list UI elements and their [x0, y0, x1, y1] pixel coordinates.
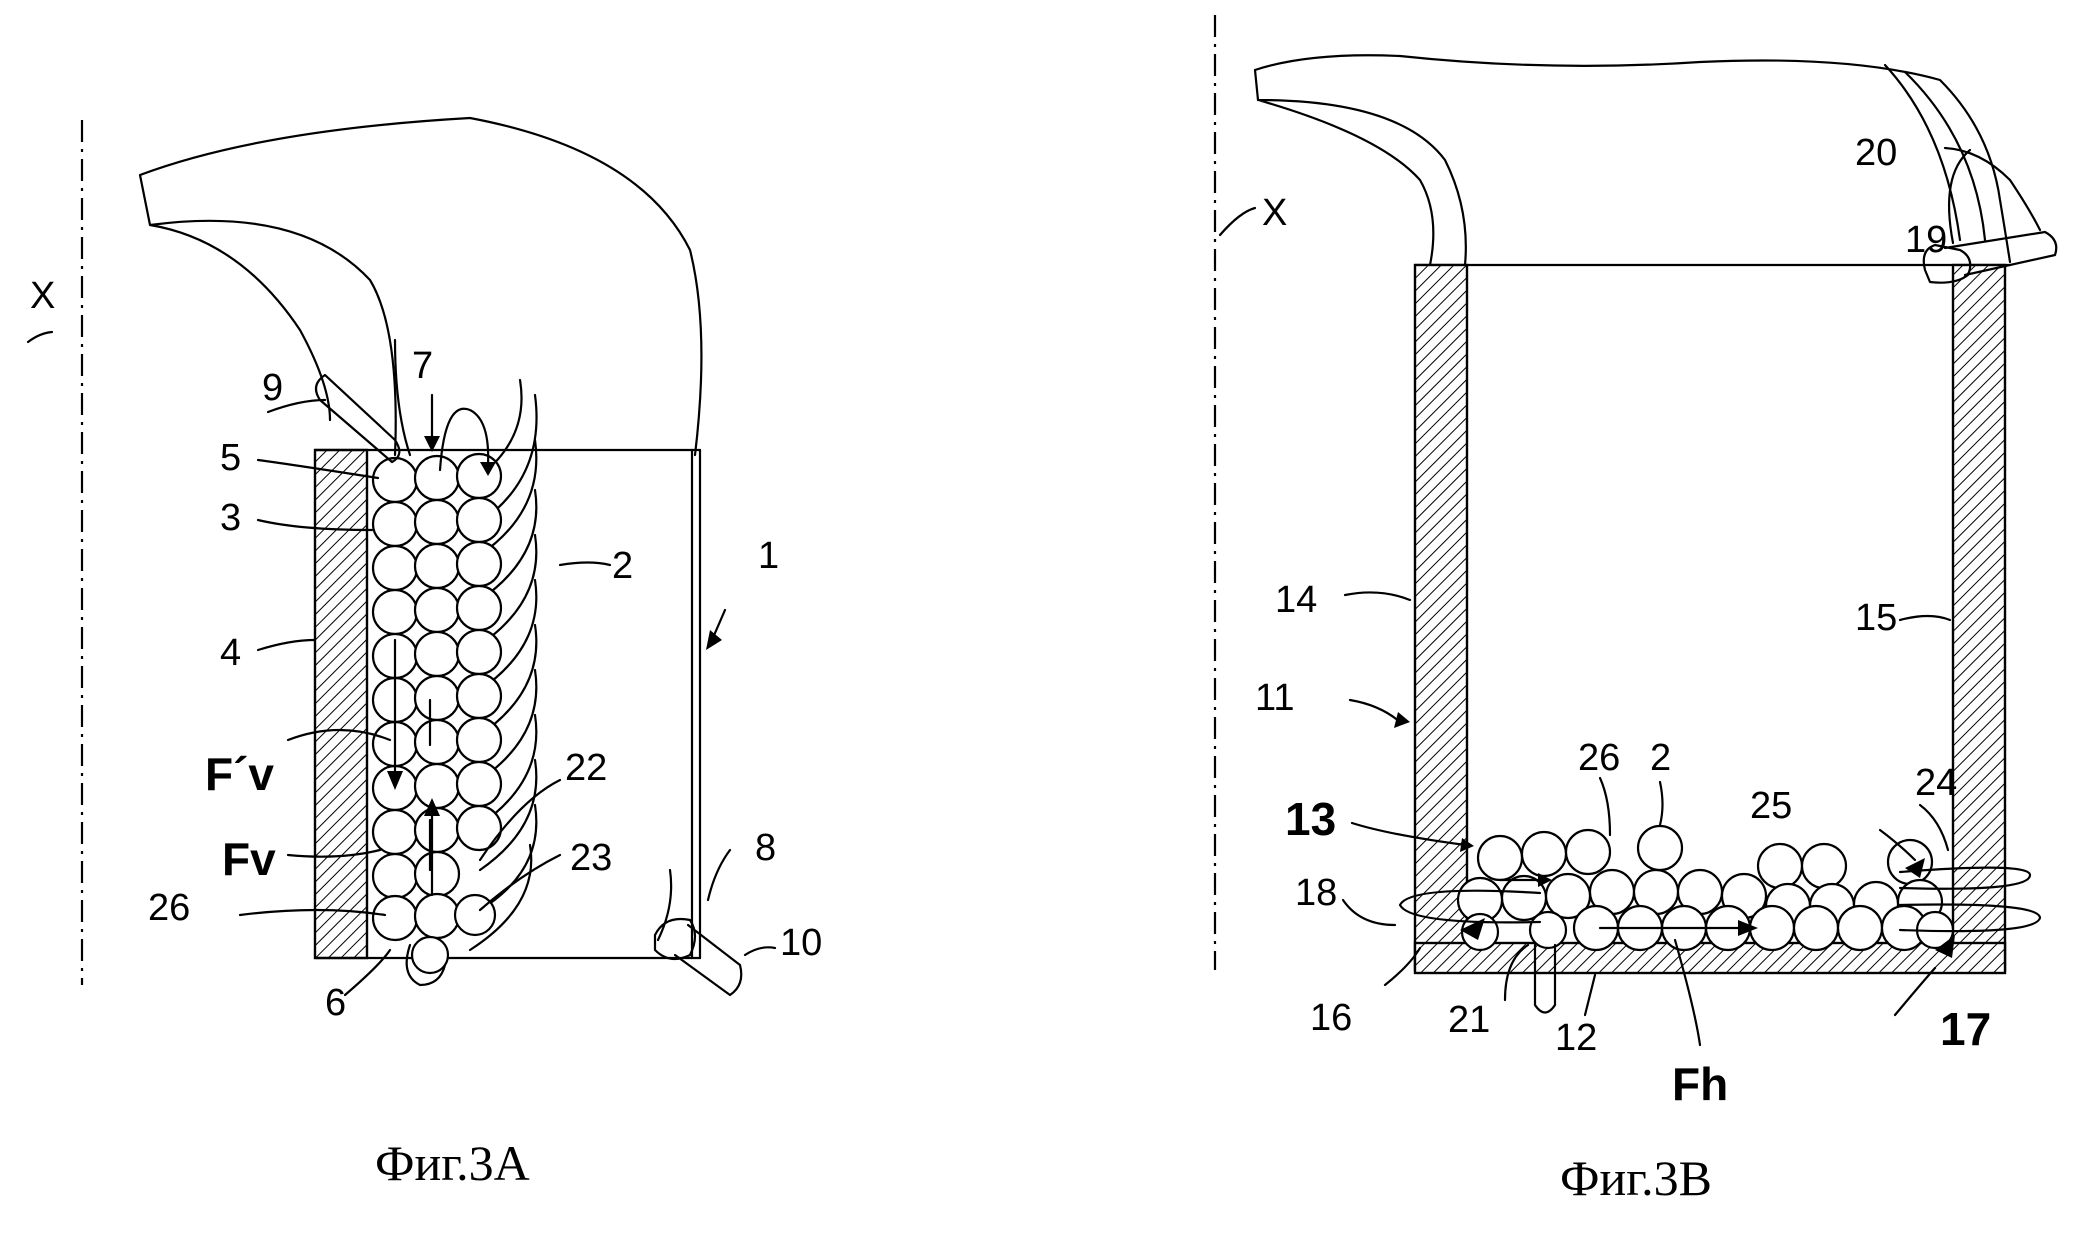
label-16: 16 [1310, 997, 1352, 1039]
axis-x-leader-a [28, 332, 52, 342]
wall-4 [315, 450, 367, 958]
label-14: 14 [1275, 579, 1317, 621]
wall-15 [1953, 265, 2005, 970]
caption-3b: Фиг.3B [1560, 1150, 1712, 1206]
label-18: 18 [1295, 872, 1337, 914]
leader-20 [1945, 148, 2040, 230]
housing-inner-right-2 [1905, 72, 1985, 240]
label-fh: Fh [1672, 1058, 1728, 1110]
label-25: 25 [1750, 785, 1792, 827]
label-3: 3 [220, 497, 241, 539]
label-22: 22 [565, 747, 607, 789]
label-26-b: 26 [1578, 737, 1620, 779]
label-4: 4 [220, 632, 241, 674]
housing-inner-curve-a [395, 340, 410, 455]
label-1: 1 [758, 535, 779, 577]
label-5: 5 [220, 437, 241, 479]
pipe-10 [675, 925, 741, 995]
housing-top-a [140, 118, 701, 455]
label-19: 19 [1905, 219, 1947, 261]
label-2-b: 2 [1650, 737, 1671, 779]
label-6: 6 [325, 982, 346, 1024]
label-7: 7 [412, 345, 433, 387]
arrow-11-head [1394, 712, 1410, 728]
label-24: 24 [1915, 762, 1957, 804]
figure-3a: X [28, 118, 822, 1191]
label-10: 10 [780, 922, 822, 964]
label-26-a: 26 [148, 887, 190, 929]
axis-x-label-a: X [30, 275, 55, 317]
label-15: 15 [1855, 597, 1897, 639]
ball-column-3 [373, 454, 501, 973]
axis-x-label-b: X [1262, 192, 1287, 234]
label-12: 12 [1555, 1017, 1597, 1059]
figure-3b: X [1215, 15, 2056, 1206]
label-9: 9 [262, 367, 283, 409]
label-fv-prime: F´v [205, 748, 274, 800]
wall-14 [1415, 265, 1467, 970]
axis-x-leader-b [1220, 208, 1255, 235]
bottom-12 [1415, 943, 2005, 973]
label-13: 13 [1285, 793, 1336, 845]
ball-bed-26 [1458, 826, 1953, 950]
label-11: 11 [1255, 677, 1294, 719]
label-17: 17 [1940, 1003, 1991, 1055]
label-2-a: 2 [612, 545, 633, 587]
label-20: 20 [1855, 132, 1897, 174]
label-21: 21 [1448, 999, 1490, 1041]
label-8: 8 [755, 827, 776, 869]
label-23: 23 [570, 837, 612, 879]
caption-3a: Фиг.3A [375, 1135, 530, 1191]
label-fv: Fv [222, 833, 276, 885]
